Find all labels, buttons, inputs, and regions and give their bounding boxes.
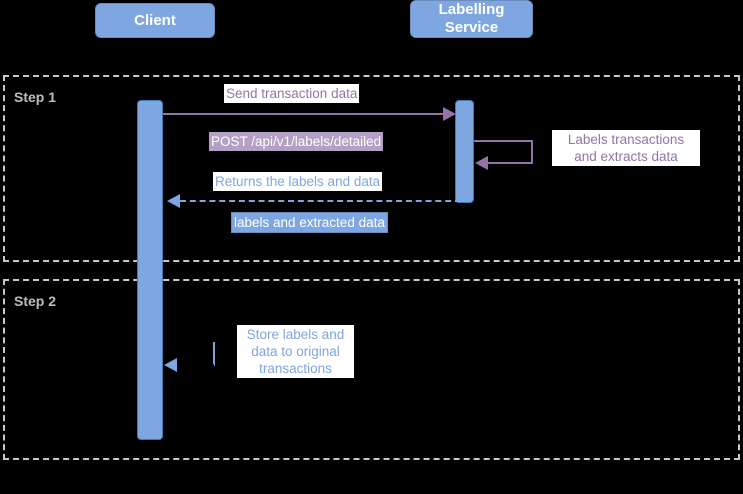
selfloop-top-line-label-extract (474, 140, 532, 142)
participant-labelling-service-line1: Labelling (438, 1, 505, 18)
participant-client[interactable]: Client (95, 3, 215, 38)
participant-client-label: Client (134, 11, 176, 29)
selfloop-bottom-line-label-extract (487, 162, 532, 164)
message-label-send-transaction-data: Send transaction data (224, 84, 360, 103)
message-label-label-extract-line2: and extracts data (574, 149, 678, 164)
participant-labelling-service-line2: Service (444, 19, 499, 36)
selfloop-arrowhead-label-extract (475, 156, 488, 170)
frame-step-1 (3, 75, 740, 262)
message-label-labels-and-extracted-data: labels and extracted data (231, 212, 388, 233)
activation-bar-client[interactable] (137, 100, 163, 440)
message-label-returns-labels-and-data: Returns the labels and data (213, 172, 383, 191)
message-label-store-labels-line1: Store labels and (246, 327, 345, 342)
selfloop-right-line-store-labels (213, 342, 215, 366)
selfloop-right-line-label-extract (531, 140, 533, 164)
message-label-label-extract-line1: Labels transactions (567, 132, 685, 147)
selfloop-top-line-store-labels (163, 342, 214, 344)
message-arrowhead-send-transaction-data (443, 107, 456, 121)
participant-labelling-service-label: Labelling Service (439, 1, 505, 37)
message-label-store-labels-line2: data to original (251, 344, 340, 359)
message-arrowhead-returns-labels-and-data (167, 194, 180, 208)
selfloop-arrowhead-store-labels (164, 358, 177, 372)
message-label-post-endpoint: POST /api/v1/labels/detailed (209, 132, 384, 151)
participant-labelling-service[interactable]: Labelling Service (410, 0, 533, 38)
selfloop-bottom-line-store-labels (176, 364, 214, 366)
frame-step-1-label: Step 1 (14, 89, 57, 105)
frame-step-2 (3, 279, 740, 460)
message-label-label-extract: Labels transactions and extracts data (552, 130, 700, 166)
frame-step-2-label: Step 2 (14, 293, 57, 309)
message-line-returns-labels-and-data (180, 200, 461, 202)
message-label-store-labels-line3: transactions (259, 361, 332, 376)
activation-bar-labelling-service[interactable] (455, 100, 474, 203)
message-label-store-labels: Store labels and data to original transa… (237, 325, 354, 378)
message-line-send-transaction-data (163, 113, 444, 115)
